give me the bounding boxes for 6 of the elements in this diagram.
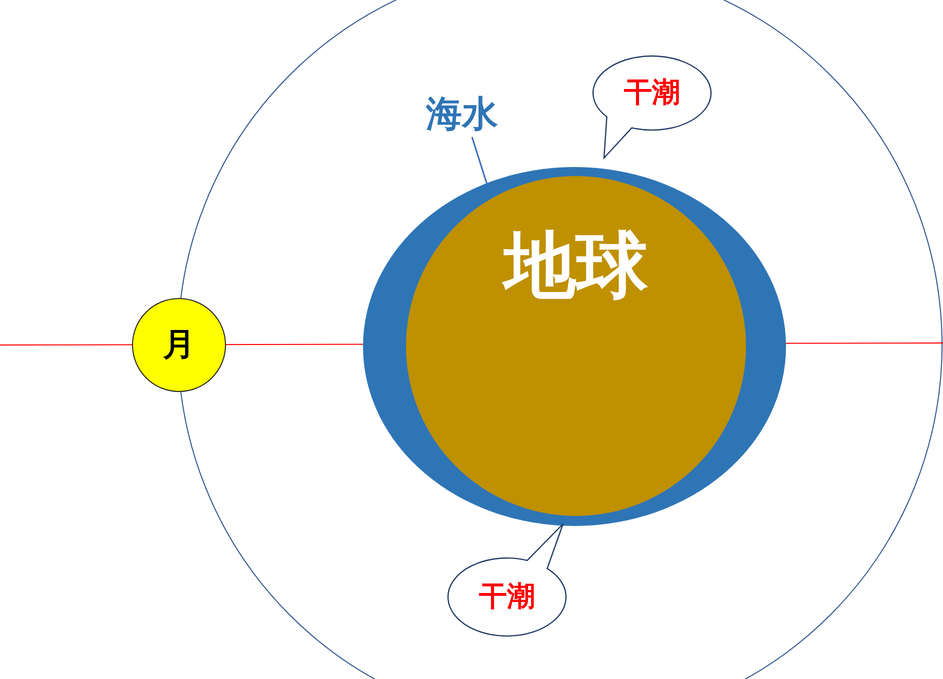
low-tide-label: 干潮 bbox=[479, 582, 535, 612]
earth-circle: 地球 bbox=[406, 176, 746, 516]
leader-line bbox=[471, 136, 488, 184]
moon-circle: 月 bbox=[132, 298, 226, 392]
sea-water-label: 海水 bbox=[426, 94, 498, 134]
low-tide-label: 干潮 bbox=[624, 78, 680, 108]
